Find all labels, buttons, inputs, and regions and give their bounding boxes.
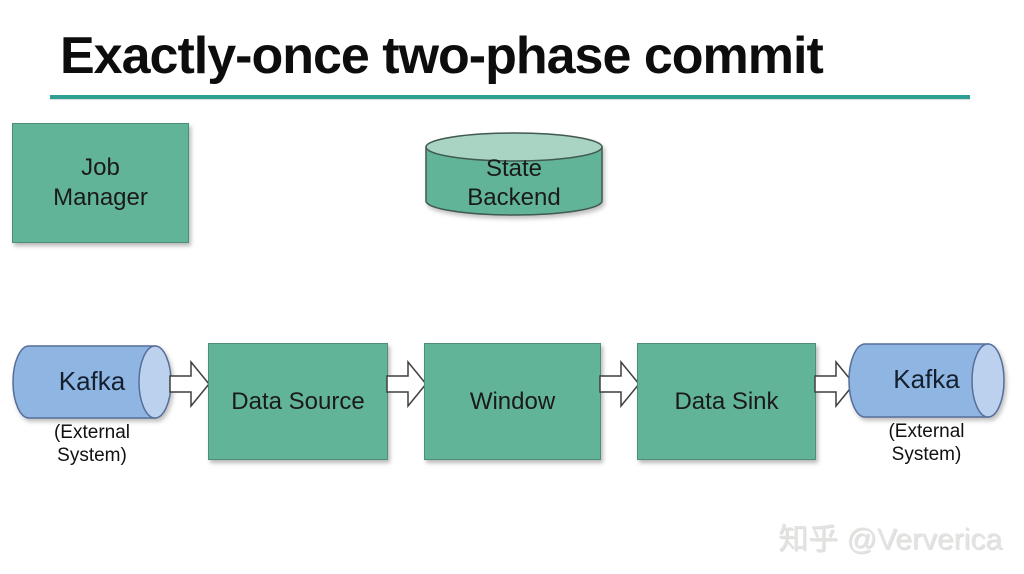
state-backend-label-line1: State xyxy=(485,155,543,182)
right-arrow-icon xyxy=(814,359,855,409)
state-backend-node: State Backend xyxy=(425,132,603,216)
kafka-left-external-system-label: (External System) xyxy=(12,421,172,467)
data-sink-label: Data Sink xyxy=(674,387,779,415)
right-arrow-icon xyxy=(599,359,640,409)
arrow-datasink-to-kafka xyxy=(814,359,856,409)
window-node: Window xyxy=(424,343,601,460)
job-manager-label: Job Manager xyxy=(53,153,148,213)
arrow-kafka-to-datasource xyxy=(169,359,211,409)
kafka-left-sub-line1: (External xyxy=(53,422,131,443)
data-source-node: Data Source xyxy=(208,343,388,460)
data-sink-node: Data Sink xyxy=(637,343,816,460)
title-underline-rule xyxy=(50,95,970,99)
right-arrow-icon xyxy=(169,359,210,409)
watermark-text: 知乎 @Ververica xyxy=(778,523,1002,556)
window-label: Window xyxy=(469,387,556,415)
state-backend-label: State Backend xyxy=(425,154,603,212)
database-cylinder-icon xyxy=(425,132,603,216)
data-source-label: Data Source xyxy=(231,387,365,415)
arrow-datasource-to-window xyxy=(386,359,428,409)
kafka-right-sub-line2: System) xyxy=(891,444,962,465)
arrow-window-to-datasink xyxy=(599,359,641,409)
kafka-right-label: Kafka xyxy=(893,364,960,394)
job-manager-node: Job Manager xyxy=(12,123,189,243)
kafka-right-external-system-label: (External System) xyxy=(848,420,1005,466)
kafka-left-node: Kafka xyxy=(12,345,172,419)
kafka-left-cylinder-icon xyxy=(12,345,172,419)
slide-title: Exactly-once two-phase commit xyxy=(60,27,824,85)
kafka-right-cylinder-icon xyxy=(848,343,1005,418)
job-manager-label-line2: Manager xyxy=(53,184,148,211)
kafka-right-sub-line1: (External xyxy=(888,421,965,442)
right-arrow-icon xyxy=(386,359,427,409)
kafka-left-sub-line2: System) xyxy=(57,445,127,466)
job-manager-label-line1: Job xyxy=(81,154,120,181)
state-backend-label-line2: Backend xyxy=(467,184,561,211)
kafka-right-node: Kafka xyxy=(848,343,1005,418)
kafka-left-label: Kafka xyxy=(58,366,126,396)
